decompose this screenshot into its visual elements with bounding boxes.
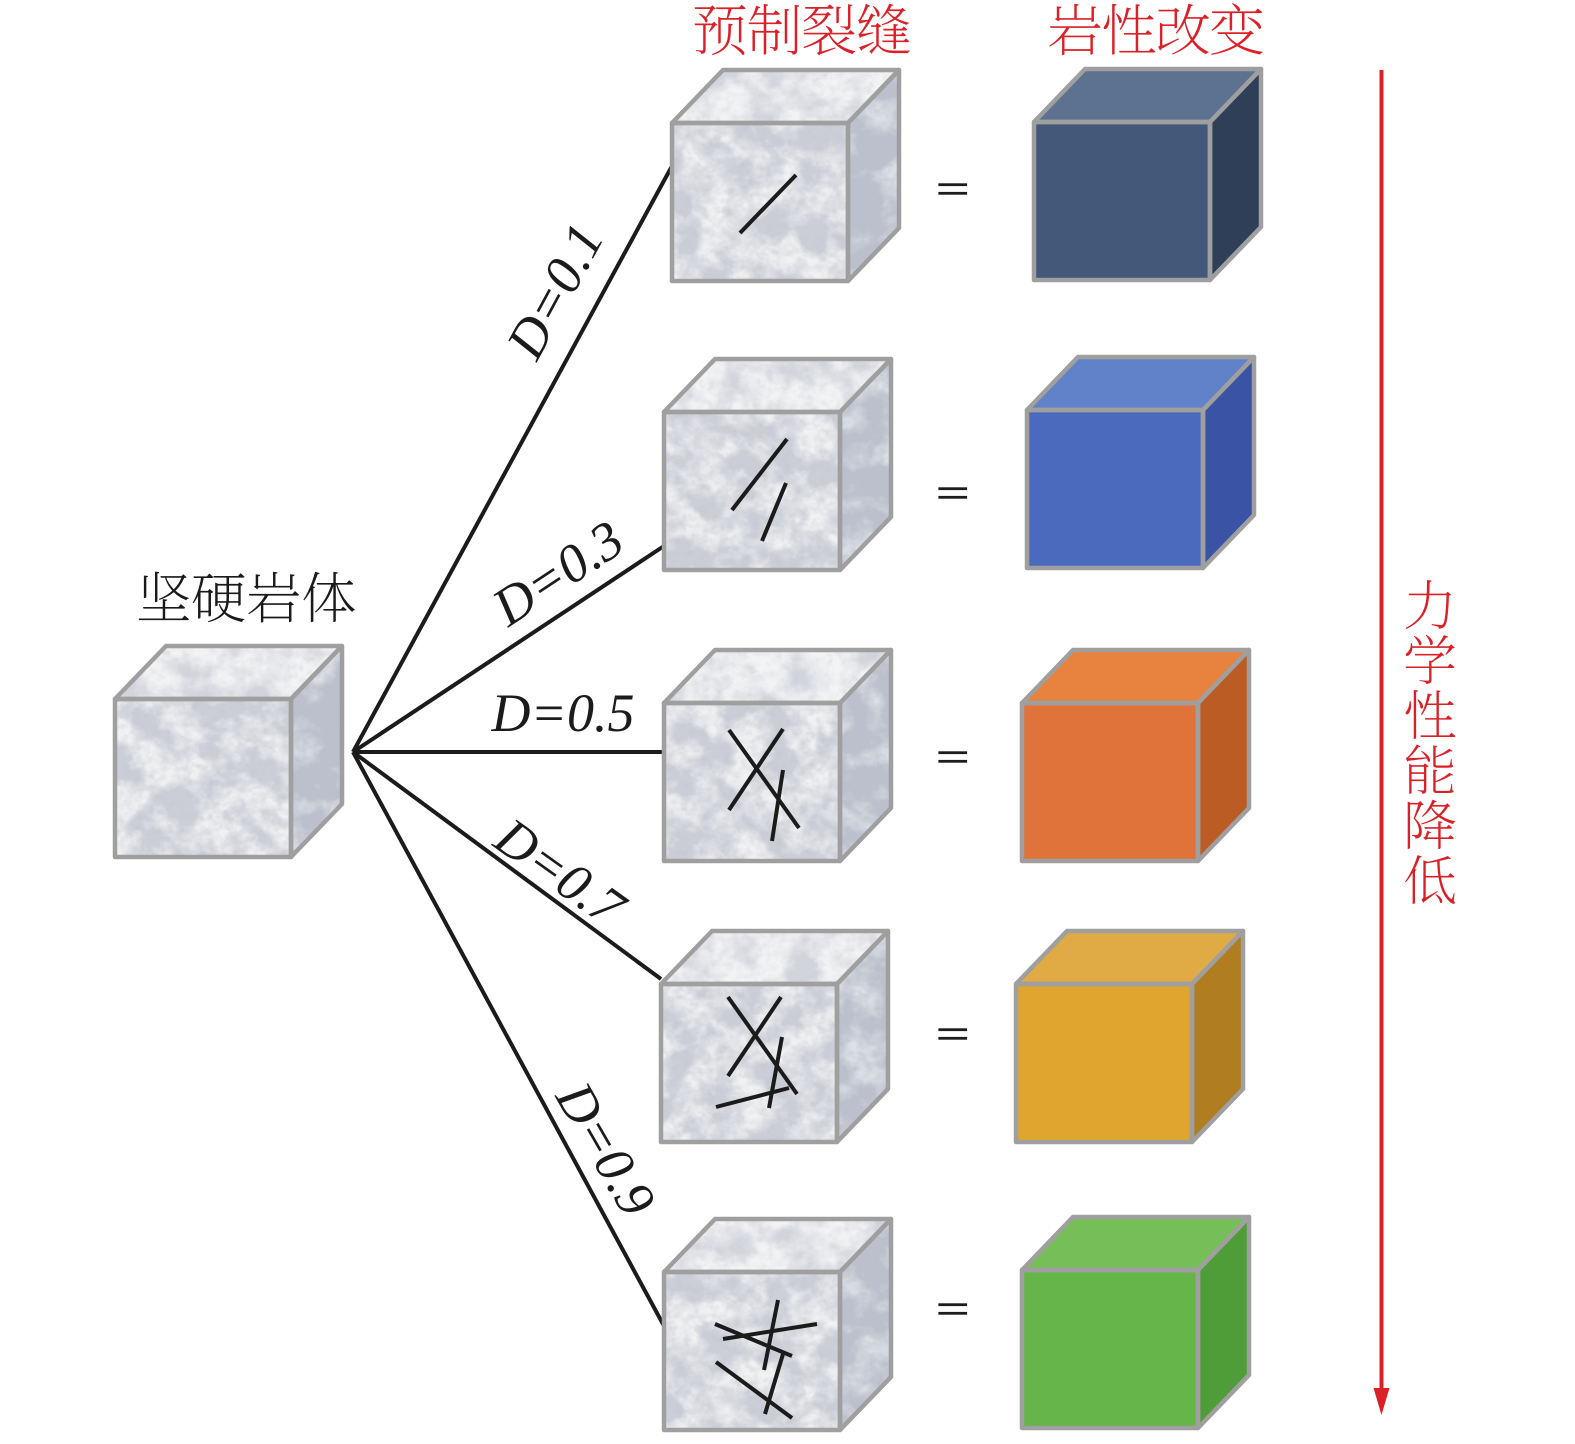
svg-text:D=0.5: D=0.5 [491, 683, 635, 743]
